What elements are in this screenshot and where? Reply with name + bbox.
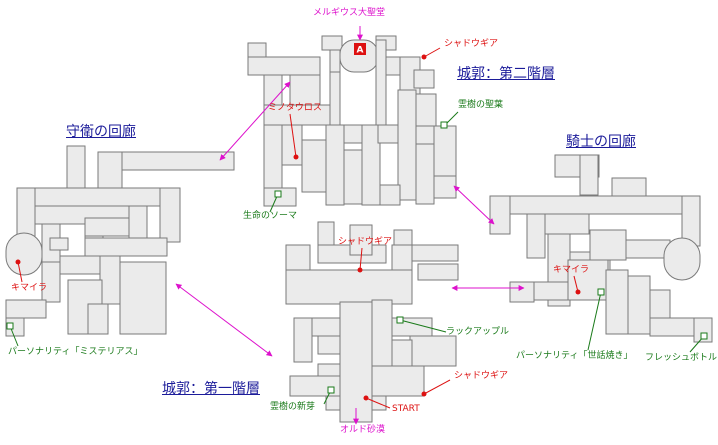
arrow-floor2-knight	[453, 185, 495, 225]
enemy-markers	[15, 54, 581, 401]
knight-corridor-rooms	[489, 154, 713, 343]
item-markers	[6, 121, 708, 394]
start-dot	[363, 395, 369, 401]
item-box-lucky-apple	[396, 316, 404, 324]
item-label-lucky-apple: ラックアップル	[446, 327, 510, 337]
enemy-dot-shadow-top	[421, 54, 427, 60]
area-title-knight: 騎士の回廊	[566, 134, 636, 150]
exit-label-desert: オルド砂漠	[340, 425, 386, 435]
guard-corridor-rooms	[5, 145, 235, 337]
item-box-life-soma	[274, 190, 282, 198]
arrow-guard-floor2	[219, 81, 291, 161]
item-label-mystery: パーソナリティ「ミステリアス」	[8, 347, 143, 357]
item-box-spirit-sprout	[327, 386, 335, 394]
exit-label-cathedral: メルギウス大聖堂	[313, 8, 386, 18]
enemy-label-minotaur: ミノタウロス	[268, 103, 322, 113]
connection-arrows	[175, 26, 525, 425]
start-label: START	[392, 404, 420, 414]
enemy-label-shadow-center: シャドウギア	[338, 237, 393, 247]
enemy-pointer-lines	[17, 47, 579, 409]
enemy-label-shadow-bottom: シャドウギア	[454, 371, 509, 381]
item-box-care	[597, 288, 605, 296]
item-label-care: パーソナリティ「世話焼き」	[516, 351, 633, 361]
floor2-rooms	[247, 35, 457, 207]
item-label-spirit-sprout: 霊樹の新芽	[270, 402, 316, 412]
enemy-label-shadow-top: シャドウギア	[444, 39, 499, 49]
entrance-marker: A	[354, 43, 366, 56]
enemy-dot-shadow-bottom	[421, 391, 427, 397]
item-box-fresh-bottle	[700, 332, 708, 340]
enemy-dot-chimera-right	[575, 289, 581, 295]
enemy-dot-chimera-left	[15, 259, 21, 265]
enemy-dot-minotaur	[293, 154, 299, 160]
arrow-guard-floor1	[175, 283, 273, 357]
floor1-rooms	[285, 221, 459, 423]
area-title-floor2: 城郭：第二階層	[457, 66, 555, 82]
item-label-spirit-leaf: 霊樹の聖葉	[458, 100, 504, 110]
item-label-fresh-bottle: フレッシュボトル	[645, 353, 718, 363]
enemy-label-chimera-right: キマイラ	[553, 265, 590, 275]
item-box-mystery	[6, 322, 14, 330]
enemy-label-chimera-left: キマイラ	[11, 283, 48, 293]
item-label-life-soma: 生命のソーマ	[243, 211, 298, 221]
enemy-dot-shadow-center	[357, 267, 363, 273]
area-title-floor1: 城郭：第一階層	[162, 381, 260, 397]
area-title-guard: 守衛の回廊	[66, 124, 136, 140]
item-box-spirit-leaf	[440, 121, 448, 129]
entrance-marker-letter: A	[357, 46, 364, 56]
